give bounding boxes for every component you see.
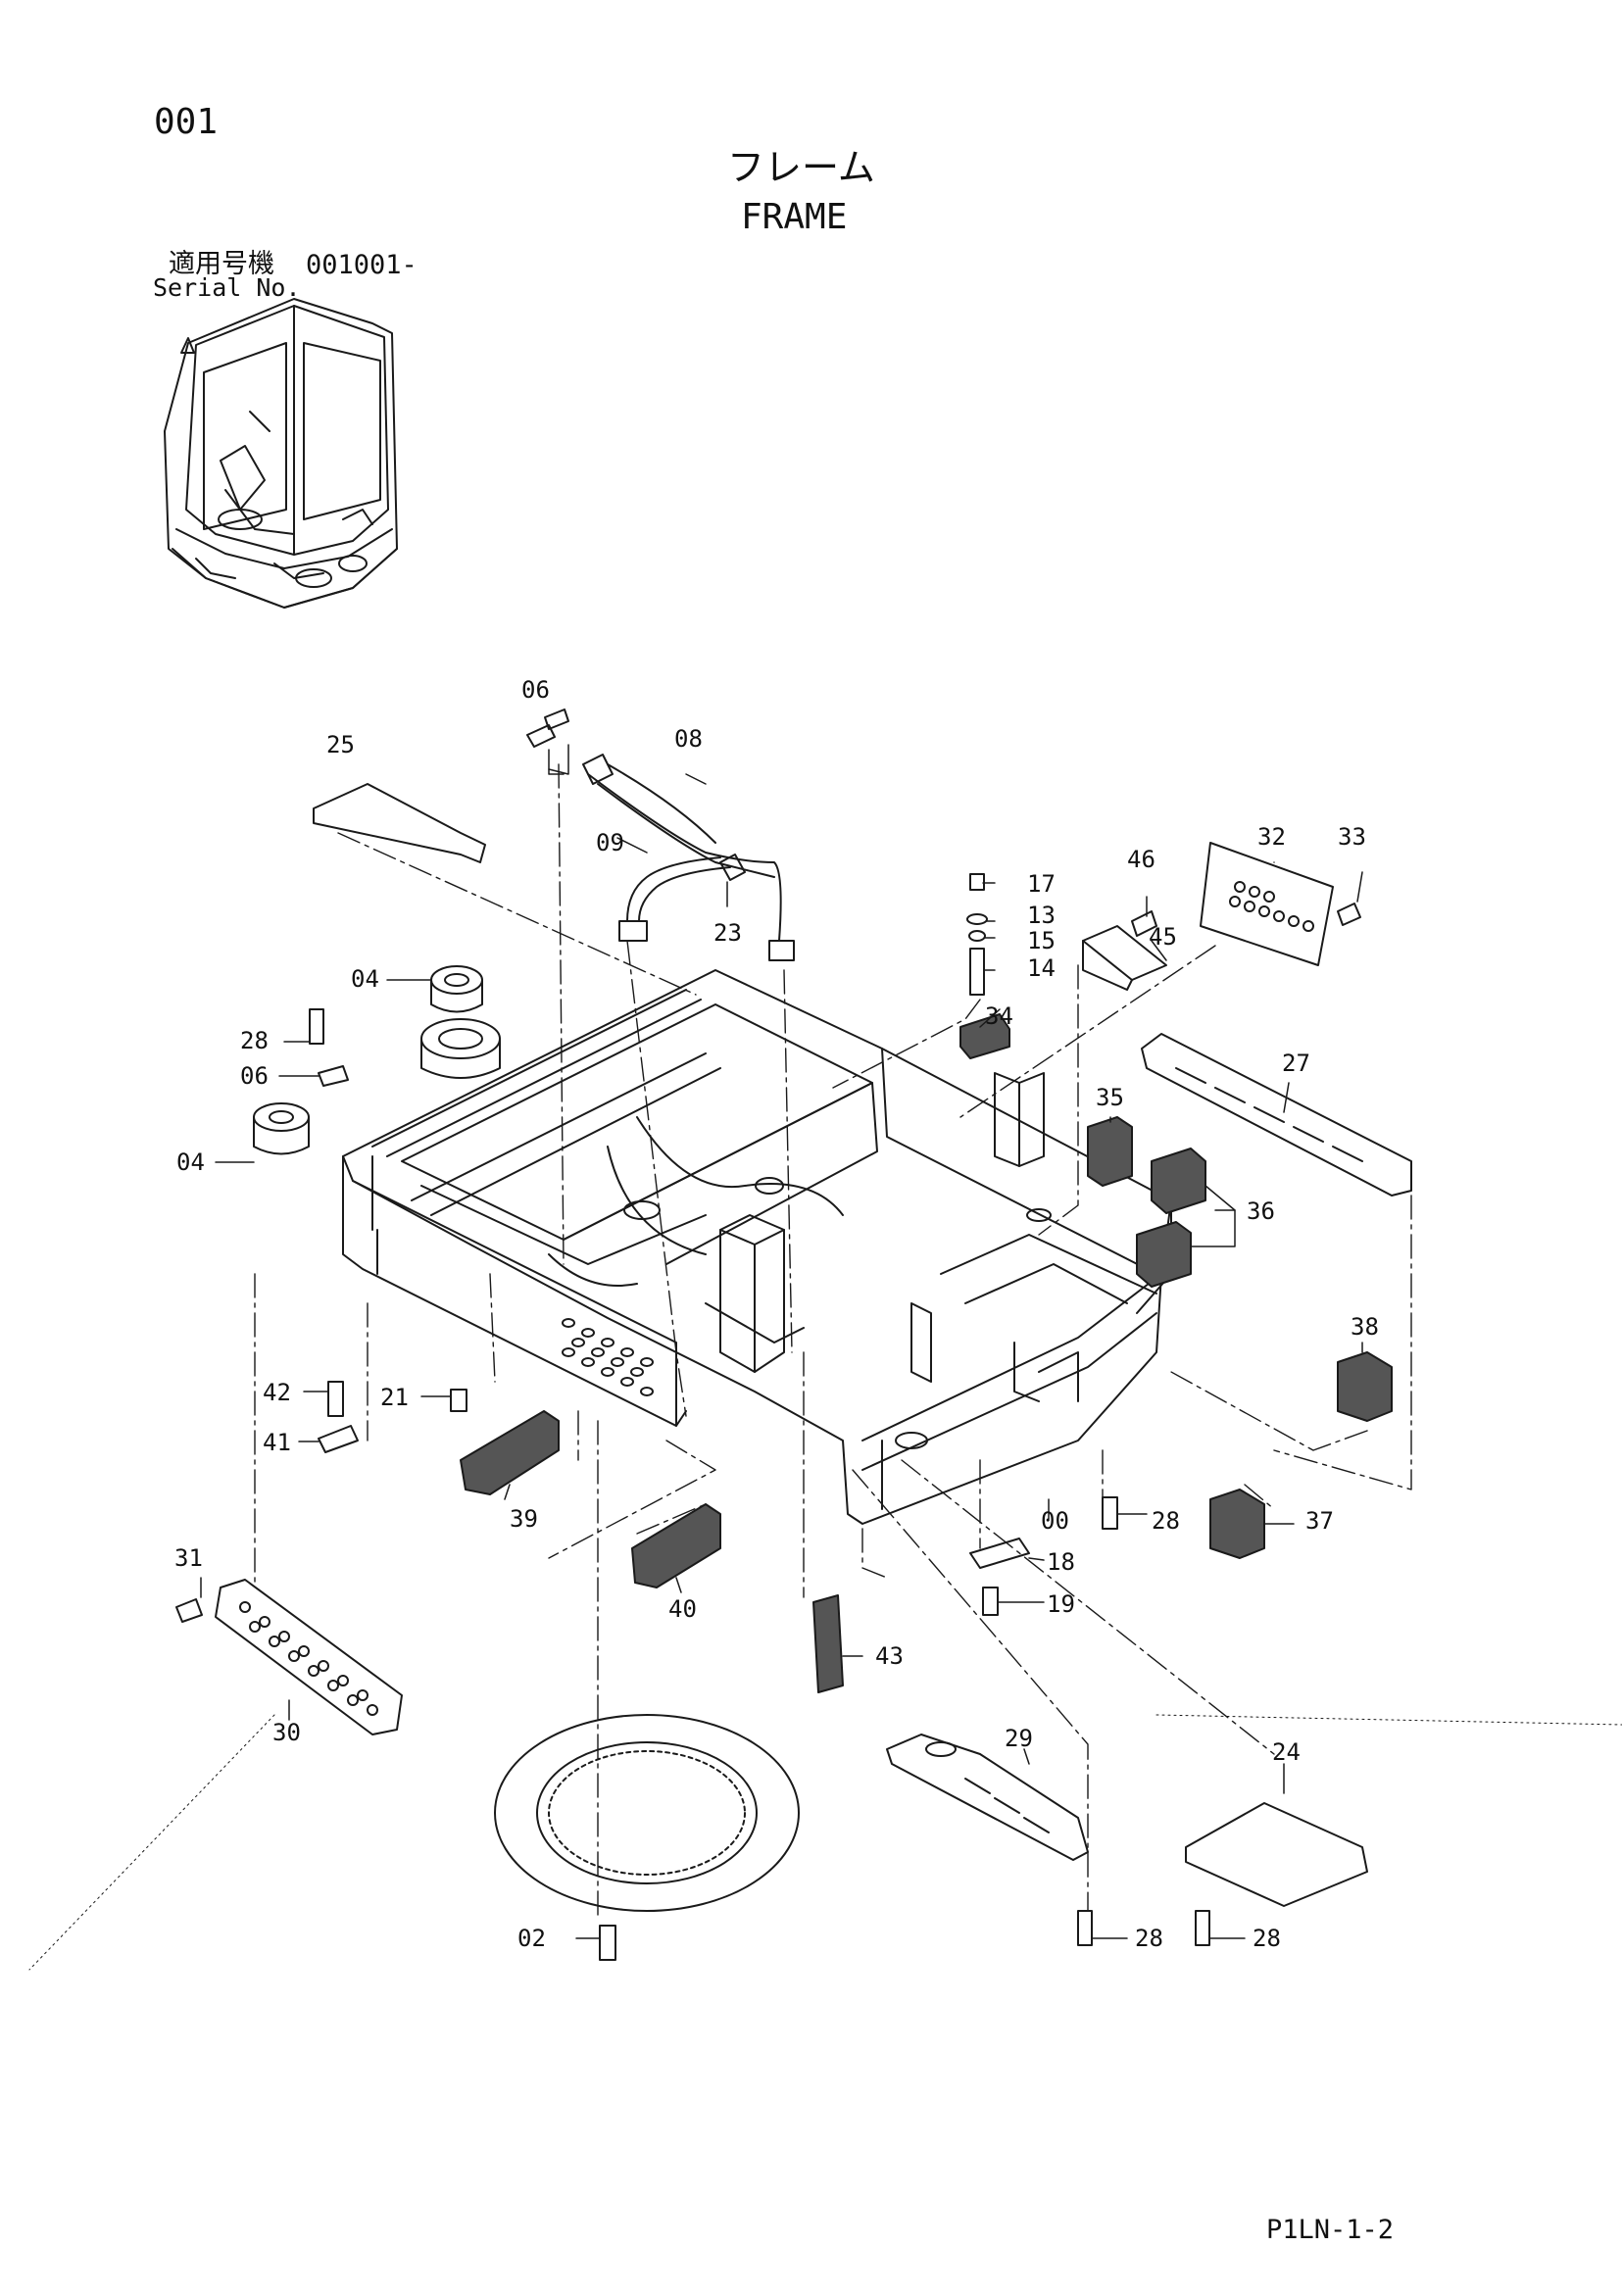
bracket-45 bbox=[1082, 910, 1167, 991]
alignment-lines bbox=[254, 763, 1412, 1922]
block-36a bbox=[1151, 1148, 1206, 1214]
block-35 bbox=[1087, 1116, 1133, 1187]
block-38 bbox=[1337, 1351, 1393, 1422]
main-frame-body bbox=[342, 969, 1172, 1525]
bolt-28-right bbox=[1102, 1496, 1118, 1530]
callout-02: 02 bbox=[517, 1925, 546, 1952]
serial-value: 001001- bbox=[306, 250, 418, 280]
callout-24: 24 bbox=[1272, 1738, 1301, 1766]
callout-08: 08 bbox=[674, 725, 703, 753]
pin-stack bbox=[966, 873, 988, 996]
page-title: FRAME bbox=[741, 197, 848, 237]
bolt-19 bbox=[982, 1587, 999, 1616]
callout-35: 35 bbox=[1096, 1084, 1124, 1111]
rubber-mount-04-upper bbox=[430, 965, 483, 1013]
callout-36: 36 bbox=[1247, 1197, 1275, 1225]
bolt-42 bbox=[327, 1381, 344, 1417]
bolt-33 bbox=[1337, 903, 1361, 926]
callout-37: 37 bbox=[1305, 1507, 1334, 1535]
callout-04a: 04 bbox=[351, 965, 379, 993]
block-34 bbox=[959, 1013, 1010, 1059]
swing-bearing-ring bbox=[494, 1714, 800, 1912]
weight-39 bbox=[460, 1410, 560, 1495]
callout-28a: 28 bbox=[240, 1027, 269, 1054]
callout-41: 41 bbox=[263, 1429, 291, 1456]
side-hole-pattern bbox=[562, 1318, 654, 1396]
hydraulic-hose-assembly bbox=[582, 754, 795, 961]
footer-code: P1LN-1-2 bbox=[1266, 2215, 1395, 2245]
callout-28d: 28 bbox=[1253, 1925, 1281, 1952]
serial-label-japanese: 適用号機 bbox=[169, 249, 274, 279]
bolt-28-bottom-a bbox=[1077, 1910, 1093, 1946]
cover-plate-25 bbox=[313, 783, 486, 863]
callout-28b: 28 bbox=[1152, 1507, 1180, 1535]
callout-45: 45 bbox=[1149, 923, 1177, 951]
callout-15: 15 bbox=[1027, 927, 1056, 954]
callout-31: 31 bbox=[174, 1544, 203, 1572]
callout-38: 38 bbox=[1351, 1313, 1379, 1341]
callout-28c: 28 bbox=[1135, 1925, 1163, 1952]
bolt-02 bbox=[599, 1925, 616, 1961]
callout-13: 13 bbox=[1027, 902, 1056, 929]
callout-43: 43 bbox=[875, 1642, 904, 1670]
bracket-41 bbox=[318, 1425, 359, 1453]
bracket-18 bbox=[969, 1538, 1030, 1569]
callout-32: 32 bbox=[1257, 823, 1286, 851]
serial-label: Serial No. bbox=[153, 273, 301, 302]
bolt-28-bottom-b bbox=[1195, 1910, 1210, 1946]
machine-cab-illustration bbox=[164, 298, 398, 609]
leader-lines bbox=[200, 744, 1363, 1939]
callout-06b: 06 bbox=[240, 1062, 269, 1090]
callout-06a: 06 bbox=[521, 676, 550, 704]
callout-labels: 06 08 09 25 23 17 13 15 14 46 45 32 33 0… bbox=[174, 676, 1379, 1952]
dotted-guides bbox=[28, 1714, 1622, 1971]
callout-17: 17 bbox=[1027, 870, 1056, 898]
callout-19: 19 bbox=[1047, 1590, 1075, 1618]
callout-09: 09 bbox=[596, 829, 624, 856]
callout-21: 21 bbox=[380, 1384, 409, 1411]
weight-40 bbox=[631, 1503, 721, 1588]
rubber-mount-04-lower bbox=[253, 1102, 310, 1155]
plate-29 bbox=[886, 1734, 1089, 1861]
plate-27 bbox=[1141, 1033, 1412, 1197]
perforated-plate-30 bbox=[215, 1579, 403, 1735]
callout-00: 00 bbox=[1041, 1507, 1069, 1535]
callout-25: 25 bbox=[326, 731, 355, 758]
callout-29: 29 bbox=[1005, 1725, 1033, 1752]
fitting-06-top bbox=[526, 708, 569, 748]
block-37 bbox=[1209, 1489, 1265, 1559]
callout-23: 23 bbox=[713, 919, 742, 947]
callout-27: 27 bbox=[1282, 1050, 1310, 1077]
bolt-28-left bbox=[309, 1008, 324, 1045]
callout-39: 39 bbox=[510, 1505, 538, 1533]
callout-30: 30 bbox=[272, 1719, 301, 1746]
callout-40: 40 bbox=[668, 1595, 697, 1623]
callout-18: 18 bbox=[1047, 1548, 1075, 1576]
bolt-21 bbox=[450, 1389, 467, 1412]
callout-42: 42 bbox=[263, 1379, 291, 1406]
callout-34: 34 bbox=[985, 1002, 1013, 1030]
bolt-31 bbox=[175, 1598, 203, 1623]
callout-33: 33 bbox=[1338, 823, 1366, 851]
fitting-06-left bbox=[318, 1065, 349, 1087]
perforated-plate-32 bbox=[1200, 842, 1334, 966]
callout-46: 46 bbox=[1127, 846, 1155, 873]
block-36b bbox=[1136, 1221, 1192, 1288]
callout-04b: 04 bbox=[176, 1148, 205, 1176]
title-japanese: フレーム bbox=[727, 146, 875, 189]
callout-14: 14 bbox=[1027, 954, 1056, 982]
mount-boss bbox=[420, 1018, 501, 1079]
page-number: 001 bbox=[154, 102, 219, 142]
plate-24 bbox=[1185, 1802, 1368, 1907]
block-43 bbox=[812, 1594, 844, 1693]
